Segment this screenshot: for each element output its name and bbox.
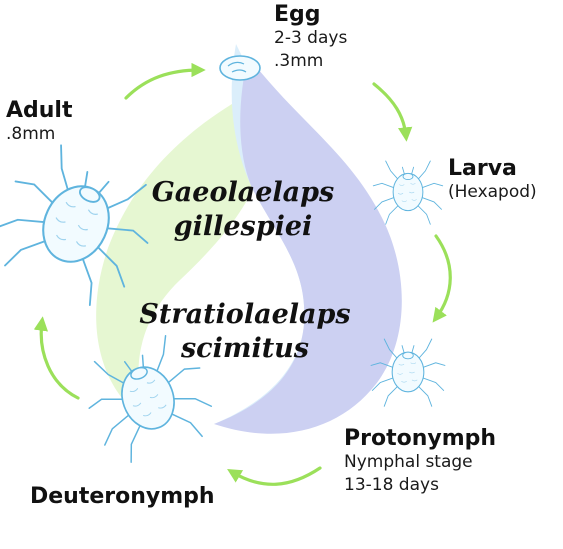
cycle-arrow-icon bbox=[372, 82, 413, 142]
cycle-arrow-icon bbox=[432, 234, 452, 323]
stage-name: Protonymph bbox=[344, 426, 497, 451]
background-swirl bbox=[96, 44, 402, 434]
species-name-stratiolaelaps: Stratiolaelaps scimitus bbox=[130, 298, 360, 366]
lavender-drop-swirl bbox=[214, 56, 402, 434]
cycle-arrow-icon bbox=[33, 316, 80, 400]
egg-icon bbox=[219, 55, 261, 81]
cycle-arrows bbox=[33, 62, 452, 486]
egg-label: Egg 2-3 days .3mm bbox=[274, 2, 347, 73]
species-genus: Gaeolaelaps bbox=[151, 177, 335, 208]
stage-name: Egg bbox=[274, 2, 321, 27]
species-epithet: scimitus bbox=[180, 333, 310, 364]
stage-name: Adult bbox=[6, 98, 73, 123]
stage-name: Deuteronymph bbox=[30, 484, 215, 509]
stage-duration: 13-18 days bbox=[344, 475, 439, 495]
species-name-gaeolaelaps: Gaeolaelaps gillespiei bbox=[138, 176, 348, 244]
larva-label: Larva (Hexapod) bbox=[448, 156, 537, 204]
species-epithet: gillespiei bbox=[173, 211, 313, 242]
stage-duration: 2-3 days bbox=[274, 28, 348, 48]
larva-mite-icon bbox=[372, 160, 444, 225]
stage-name: Larva bbox=[448, 156, 517, 181]
protonymph-label: Protonymph Nymphal stage 13-18 days bbox=[344, 426, 496, 497]
deuteronymph-label: Deuteronymph bbox=[30, 484, 215, 509]
stage-size: .3mm bbox=[274, 51, 324, 71]
cycle-arrow-icon bbox=[227, 466, 322, 486]
cycle-arrow-icon bbox=[124, 62, 206, 100]
species-genus: Stratiolaelaps bbox=[139, 299, 351, 330]
stage-note: (Hexapod) bbox=[448, 182, 537, 202]
stage-note: Nymphal stage bbox=[344, 452, 473, 472]
green-leaf-swirl bbox=[96, 84, 271, 422]
adult-label: Adult .8mm bbox=[6, 98, 73, 146]
stage-size: .8mm bbox=[6, 124, 56, 144]
